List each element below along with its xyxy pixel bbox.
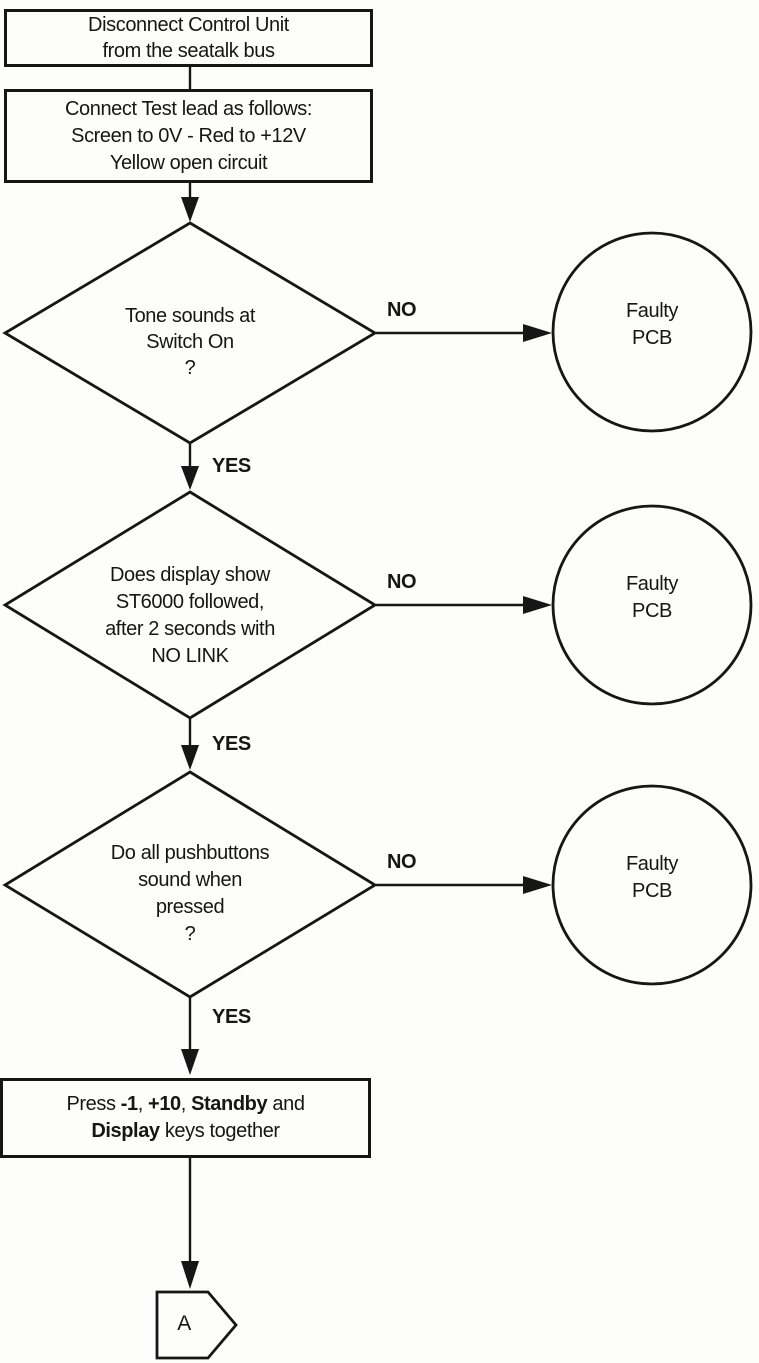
process-box-disconnect-line2: from the seatalk bus [102,40,275,62]
key-standby: Standby [191,1093,268,1115]
decision2-text: Does display show ST6000 followed, after… [30,562,350,670]
result-circle2-outline [551,504,753,706]
action-text: keys together [159,1120,280,1142]
process-box-test-lead-line3: Yellow open circuit [109,151,268,174]
decision1-line3: ? [184,357,196,379]
decision2-yes-label: YES [212,733,251,755]
result-circle1-outline [551,231,753,433]
arrowhead-into-decision2 [181,466,199,490]
key-plus10: +10 [148,1093,181,1115]
decision2-no-label: NO [387,571,417,593]
result-circle1-line1: Faulty [625,300,679,322]
action-text: and [267,1093,305,1115]
decision1-line2: Switch On [146,331,234,353]
action-text: , [180,1093,192,1115]
key-minus1: -1 [120,1093,138,1115]
arrowhead-into-decision1 [181,197,199,222]
result-circle3-line1: Faulty [625,853,679,875]
process-box-test-lead-line2: Screen to 0V - Red to +12V [71,124,306,147]
decision3-line2: sound when [138,869,242,891]
result-circle1-line2: PCB [632,327,672,349]
result-circle2-line2: PCB [632,600,672,622]
decision3-yes-label: YES [212,1006,251,1028]
decision2-line1: Does display show [110,564,270,586]
action-text: Press [66,1093,121,1115]
decision3-outline [2,770,378,999]
process-box-test-lead-line1: Connect Test lead as follows: [64,97,313,120]
arrowhead-into-offpage [181,1261,199,1289]
arrowhead-into-circle2 [523,596,552,614]
key-display: Display [91,1120,160,1142]
decision1-line1: Tone sounds at [124,305,256,327]
result-circle1-text: Faulty PCB [602,298,702,352]
result-circle3-line2: PCB [632,880,672,902]
decision2-line3: after 2 seconds with [105,618,275,640]
arrowhead-into-actionbox [181,1049,199,1075]
decision3-line4: ? [184,923,196,945]
arrowhead-into-circle3 [523,876,552,894]
result-circle3-text: Faulty PCB [602,851,702,905]
decision3-no-label: NO [387,851,417,873]
decision2-outline [2,490,378,720]
decision3-line1: Do all pushbuttons [110,842,270,864]
arrowhead-into-decision3 [181,745,199,770]
offpage-connector-label: A [177,1312,191,1335]
process-box-test-lead: Connect Test lead as follows: Screen to … [4,89,373,183]
offpage-connector-outline [155,1290,238,1360]
decision2-line2: ST6000 followed, [115,591,265,613]
decision3-text: Do all pushbuttons sound when pressed ? [30,840,350,948]
process-box-disconnect-line1: Disconnect Control Unit [88,14,289,36]
action-box-press-keys: Press -1, +10, Standby and Display keys … [0,1078,371,1158]
arrowhead-into-circle1 [523,324,552,342]
action-box-line1: Press -1, +10, Standby and [3,1091,368,1118]
result-circle2-line1: Faulty [625,573,679,595]
action-text: , [137,1093,149,1115]
action-box-line2: Display keys together [3,1118,368,1145]
process-box-disconnect: Disconnect Control Unit from the seatalk… [4,9,373,67]
decision1-yes-label: YES [212,455,251,477]
decision1-text: Tone sounds at Switch On ? [40,303,340,381]
decision1-outline [2,221,378,445]
result-circle3-outline [551,784,753,986]
decision2-line4: NO LINK [151,645,229,667]
result-circle2-text: Faulty PCB [602,571,702,625]
decision3-line3: pressed [155,896,225,918]
decision1-no-label: NO [387,299,417,321]
